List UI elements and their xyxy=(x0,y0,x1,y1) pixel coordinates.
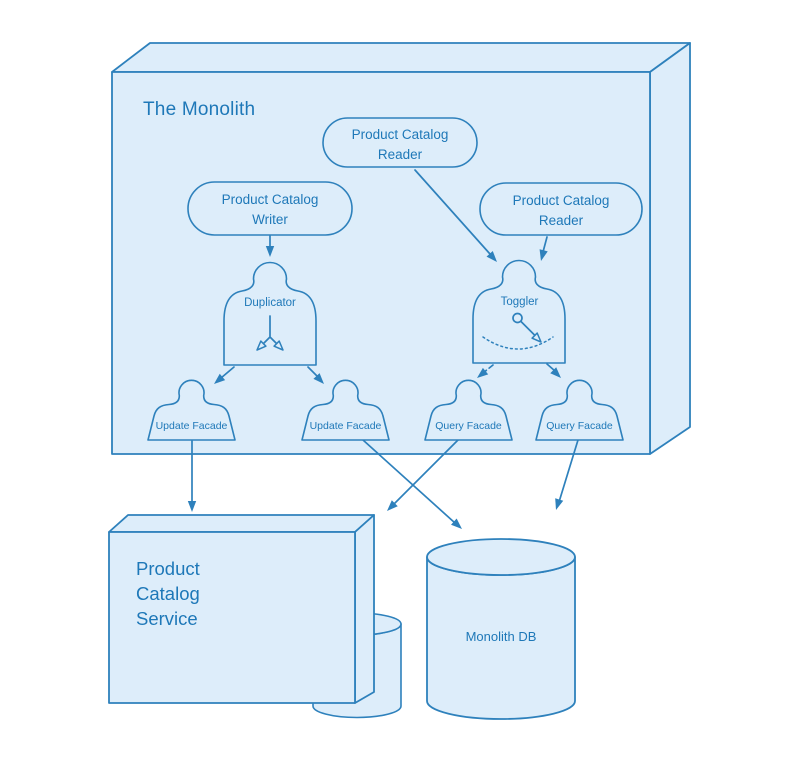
internal-arrows xyxy=(214,169,561,384)
query-facade-2-label: Query Facade xyxy=(546,420,613,432)
arrowhead xyxy=(555,498,564,510)
reader-top-line1: Product Catalog xyxy=(351,127,449,142)
facade-connectors xyxy=(187,439,579,529)
arrowhead xyxy=(313,373,324,384)
arrowhead xyxy=(265,246,275,257)
arrow-query-facade-1-to-service xyxy=(392,439,459,506)
toggler-piece xyxy=(472,259,566,364)
reader-right-label: Product Catalog Reader xyxy=(480,191,642,231)
query-facade-1-label: Query Facade xyxy=(435,420,502,432)
service-line1: Product xyxy=(136,558,200,579)
service-line3: Service xyxy=(136,608,198,629)
service-label: Product Catalog Service xyxy=(136,556,200,631)
reader-top-line2: Reader xyxy=(377,147,423,162)
duplicator-fork-icon xyxy=(256,315,284,351)
reader-right-pill xyxy=(479,182,643,236)
reader-top-pill xyxy=(322,117,478,168)
arrowhead xyxy=(387,500,398,511)
toggler-label: Toggler xyxy=(500,296,539,308)
service-box-front-face xyxy=(108,531,356,704)
monolith-db-cylinder xyxy=(426,538,576,720)
arrow-duplicator-to-update-facade-2 xyxy=(307,366,319,378)
writer-line2: Writer xyxy=(252,212,288,227)
arrowhead xyxy=(451,518,462,529)
arrowhead xyxy=(550,367,561,378)
arrowhead xyxy=(539,249,548,261)
monolith-box-top-face xyxy=(111,42,691,73)
update-facade-2-piece xyxy=(301,379,390,441)
monolith-db-top xyxy=(426,538,576,576)
arrowhead xyxy=(214,373,226,384)
service-box-top-face xyxy=(108,514,375,533)
writer-pill xyxy=(187,181,353,236)
arrow-update-facade-2-to-db xyxy=(362,439,456,524)
service-box xyxy=(108,514,375,704)
update-facade-2-label: Update Facade xyxy=(309,420,382,432)
arrowhead xyxy=(477,367,489,378)
service-box-right-face xyxy=(354,514,375,704)
arrowhead xyxy=(187,501,197,512)
reader-right-line2: Reader xyxy=(538,213,584,228)
update-facade-1-label: Update Facade xyxy=(155,420,228,432)
arrow-reader-top-to-toggler xyxy=(414,169,491,255)
arrow-query-facade-2-to-db xyxy=(558,439,579,503)
writer-label: Product Catalog Writer xyxy=(188,190,352,230)
query-facade-2-piece xyxy=(535,379,624,441)
duplicator-piece xyxy=(223,261,317,366)
arrow-reader-right-to-toggler xyxy=(542,236,548,253)
reader-top-label: Product Catalog Reader xyxy=(323,125,477,165)
open-arrowhead xyxy=(531,332,542,343)
monolith-db-label: Monolith DB xyxy=(465,629,537,644)
monolith-title: The Monolith xyxy=(143,99,256,120)
arrow-duplicator-to-update-facade-1 xyxy=(220,366,235,379)
open-arrowhead xyxy=(273,340,284,351)
open-arrowhead xyxy=(256,340,267,351)
reader-right-line1: Product Catalog xyxy=(512,193,610,208)
update-facade-1-piece xyxy=(147,379,236,441)
toggler-switch-icon xyxy=(482,312,554,350)
duplicator-label: Duplicator xyxy=(244,297,296,309)
switch-pivot xyxy=(512,312,523,324)
service-line2: Catalog xyxy=(136,583,200,604)
writer-line1: Product Catalog xyxy=(221,192,319,207)
query-facade-1-piece xyxy=(424,379,513,441)
switch-sweep-arc xyxy=(482,336,554,350)
switch-needle xyxy=(520,320,537,338)
monolith-box-right-face xyxy=(649,42,691,455)
arrowhead xyxy=(486,251,497,262)
